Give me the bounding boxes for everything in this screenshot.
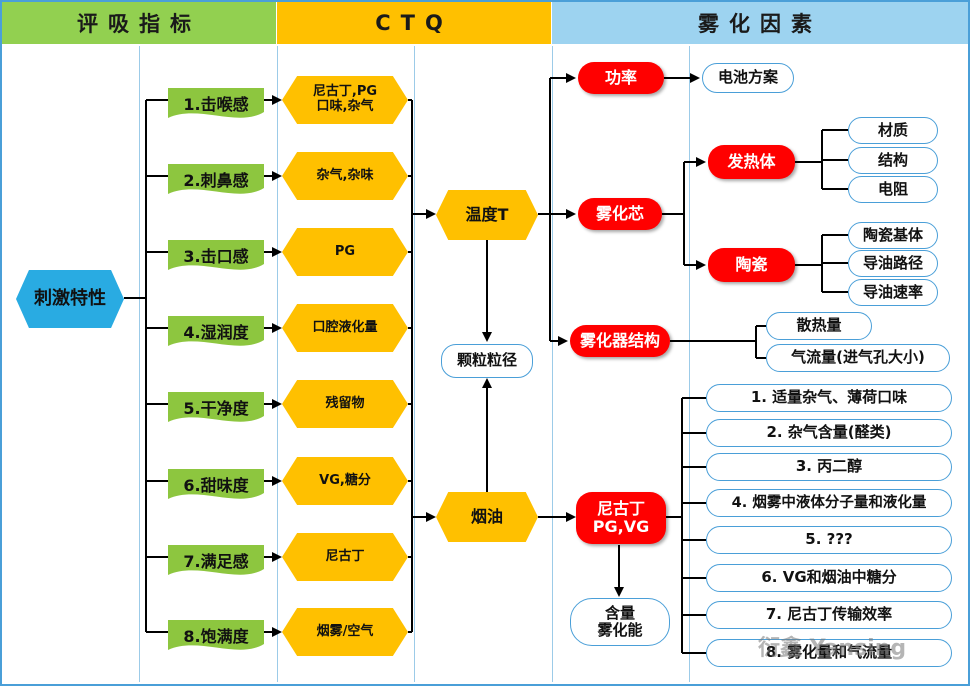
factor-item: 1. 适量杂气、薄荷口味 xyxy=(706,384,952,412)
ceramic-node: 陶瓷 xyxy=(708,248,795,282)
ctq-diamond: 尼古丁 xyxy=(282,533,408,581)
lane-indicators xyxy=(139,46,278,682)
ctq-diamond: VG,糖分 xyxy=(282,457,408,505)
ctq-line: 残留物 xyxy=(325,395,365,411)
nicotine-pg-vg-line: 尼古丁 xyxy=(596,498,645,518)
atomizer-structure-node: 雾化器结构 xyxy=(570,325,670,357)
eliquid-diamond: 烟油 xyxy=(436,492,538,542)
ctq-line: 杂气,杂味 xyxy=(316,167,374,183)
header-evaluation-indicators: 评吸指标 xyxy=(2,2,276,44)
factor-item: 4. 烟雾中液体分子量和液化量 xyxy=(706,489,952,517)
factor-item: 2. 杂气含量(醛类) xyxy=(706,419,952,447)
factor-item: 3. 丙二醇 xyxy=(706,453,952,481)
lane-factors xyxy=(689,46,690,682)
ceramic-item: 导油路径 xyxy=(848,250,938,277)
ctq-diamond: 尼古丁,PG 口味,杂气 xyxy=(282,76,408,124)
heater-node: 发热体 xyxy=(708,145,795,179)
ctq-line: 口腔液化量 xyxy=(312,319,378,335)
stimulation-characteristics-hexagon: 刺激特性 xyxy=(16,270,124,328)
content-line: 雾化能 xyxy=(597,621,643,639)
ctq-diamond: 杂气,杂味 xyxy=(282,152,408,200)
watermark-text: 衍鑫 Yansing xyxy=(758,636,907,661)
nicotine-pg-vg-line: PG,VG xyxy=(592,517,650,536)
ctq-line: 尼古丁,PG xyxy=(312,84,378,100)
factor-item: 8. 雾化量和气流量 xyxy=(706,639,952,667)
ctq-line: 尼古丁 xyxy=(325,548,365,564)
ctq-diamond: 烟雾/空气 xyxy=(282,608,408,656)
indicator-flag: 7.满足感 xyxy=(168,545,264,579)
heater-item: 结构 xyxy=(848,147,938,174)
content-line: 含量 xyxy=(604,603,635,622)
heater-item: 电阻 xyxy=(848,176,938,203)
ceramic-item: 陶瓷基体 xyxy=(848,222,938,249)
structure-item: 气流量(进气孔大小) xyxy=(766,344,950,372)
ctq-line: 烟雾/空气 xyxy=(316,623,374,639)
ctq-line: PG xyxy=(334,243,356,259)
factor-item: 5. ??? xyxy=(706,526,952,554)
factor-item: 7. 尼古丁传输效率 xyxy=(706,601,952,629)
ctq-diamond: 口腔液化量 xyxy=(282,304,408,352)
structure-item: 散热量 xyxy=(766,312,872,340)
heater-item: 材质 xyxy=(848,117,938,144)
factor-item: 6. VG和烟油中糖分 xyxy=(706,564,952,592)
content-atomization-energy-node: 含量 雾化能 xyxy=(570,598,670,646)
power-node: 功率 xyxy=(578,62,664,94)
ceramic-item: 导油速率 xyxy=(848,279,938,306)
header-atomization-factors: 雾化因素 xyxy=(552,2,968,44)
temperature-diamond: 温度T xyxy=(436,190,538,240)
atomizer-core-node: 雾化芯 xyxy=(578,198,662,230)
battery-scheme-node: 电池方案 xyxy=(702,63,794,93)
ctq-line: VG,糖分 xyxy=(319,472,371,488)
lane-ctq xyxy=(414,46,553,682)
header-ctq: CTQ xyxy=(277,2,551,44)
ctq-line: 口味,杂气 xyxy=(316,99,374,114)
ctq-diamond: PG xyxy=(282,228,408,276)
nicotine-pg-vg-node: 尼古丁 PG,VG xyxy=(576,492,666,544)
particle-size-node: 颗粒粒径 xyxy=(441,344,533,378)
ctq-diamond: 残留物 xyxy=(282,380,408,428)
